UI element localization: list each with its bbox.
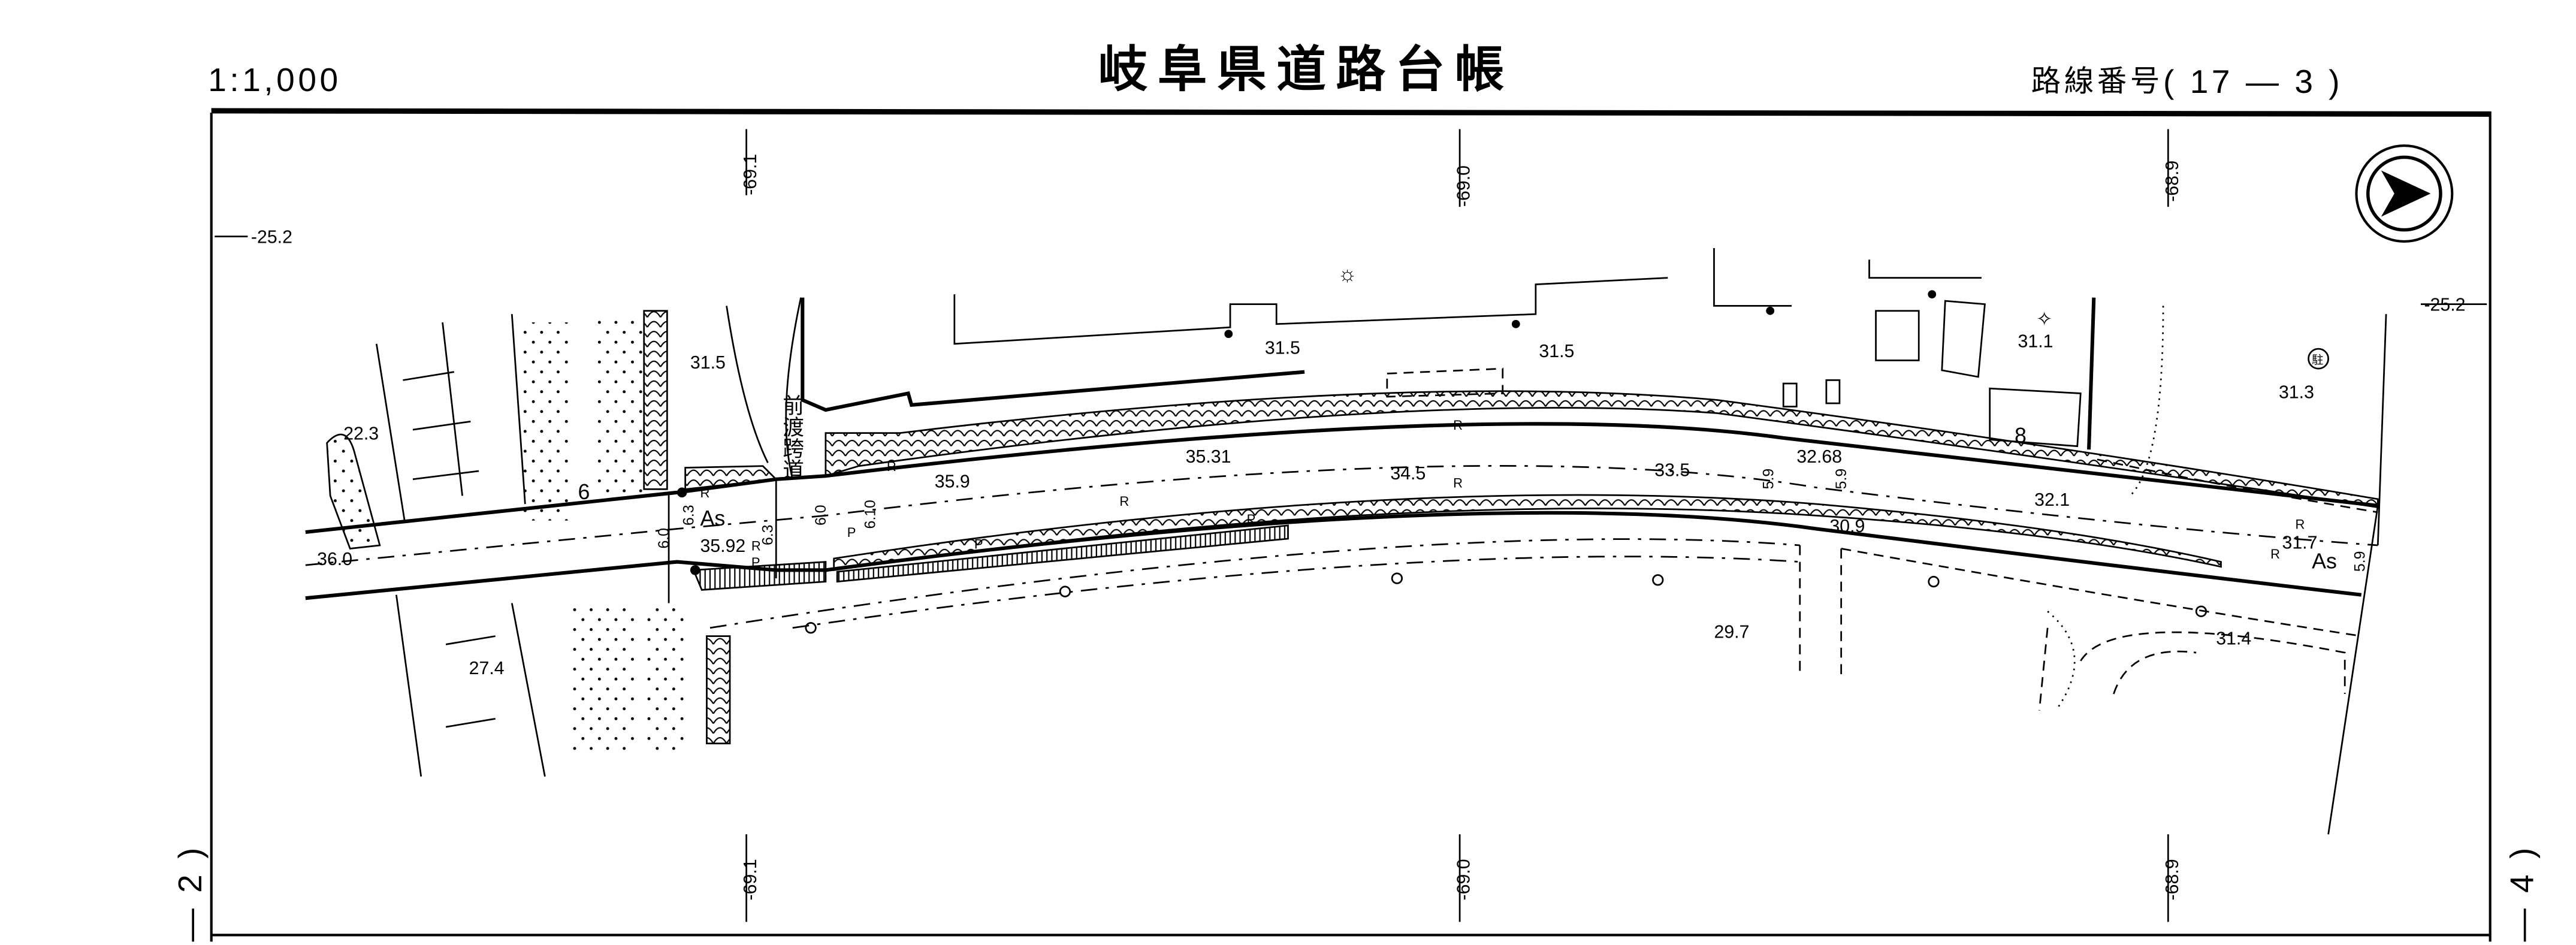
grid-lines — [215, 129, 2487, 922]
width-label: 5.9 — [1761, 469, 1777, 489]
elevation: 32.68 — [1796, 447, 1842, 467]
map-frame — [210, 108, 2492, 942]
width-label: 6.0 — [656, 528, 672, 548]
elevation: 35.31 — [1186, 447, 1231, 467]
north-arrow-icon — [2355, 144, 2454, 243]
grid-top-1: -69.1 — [741, 154, 760, 195]
route-label: 路線番号 — [2031, 64, 2163, 98]
grid-bottom-1: -69.1 — [741, 859, 760, 900]
sheet-link-right[interactable]: — 4 ) — [2503, 844, 2540, 941]
width-label: 6.10 — [863, 500, 879, 529]
grid-right: -25.2 — [2424, 295, 2465, 315]
elevation: 31.5 — [1539, 342, 1574, 361]
elevation: 31.4 — [2216, 629, 2251, 648]
elevation: 27.4 — [469, 659, 505, 678]
elevation: 35.9 — [935, 472, 970, 492]
crossing-name-2: 渡 — [783, 415, 804, 439]
misc-mark: 8 — [2015, 424, 2027, 448]
svg-text:✧: ✧ — [2036, 308, 2053, 330]
scale-label: 1:1,000 — [208, 61, 341, 98]
curb-mark: R — [751, 538, 761, 553]
curb-mark: R — [1453, 476, 1463, 491]
elevation: 31.7 — [2282, 533, 2317, 553]
width-label: 6.0 — [813, 505, 829, 525]
parking-symbol-icon — [2308, 348, 2330, 370]
map-symbols: ☼ ✧ — [677, 262, 2207, 634]
grid-bottom-3: -68.9 — [2163, 859, 2182, 900]
road — [305, 297, 2379, 835]
elevation: 31.5 — [1265, 338, 1300, 358]
crossing-name-3: 跨 — [783, 437, 804, 461]
curb-mark: R — [700, 485, 709, 500]
elevation: 31.3 — [2279, 383, 2314, 403]
sheet-link-left[interactable]: — 2 ) — [171, 844, 209, 941]
crossing-name-4: 道 — [783, 458, 804, 482]
curb-mark: R — [1119, 494, 1129, 509]
elevation: 22.3 — [343, 424, 379, 444]
elevation: 33.5 — [1654, 460, 1690, 480]
elevation: 31.5 — [690, 353, 726, 373]
elevation: 29.7 — [1714, 622, 1749, 642]
grid-top-3: -68.9 — [2163, 161, 2182, 202]
parking-mark: P — [974, 537, 983, 552]
parking-mark: P — [1247, 512, 1256, 527]
crossing-name-1: 前 — [783, 394, 804, 418]
width-label: 6.3 — [681, 505, 697, 525]
elevation: 31.1 — [2018, 331, 2053, 351]
elevation: 32.1 — [2034, 490, 2070, 510]
curb-mark: R — [2270, 547, 2280, 561]
width-label: 6.3 — [760, 525, 777, 545]
route-number: ( 17 — 3 ) — [2163, 63, 2343, 100]
width-label: 5.9 — [1834, 469, 1850, 489]
curb-mark: R — [887, 459, 896, 474]
elevation: 30.9 — [1829, 517, 1865, 536]
buildings — [801, 247, 2387, 546]
elevation: 35.92 — [700, 536, 745, 556]
svg-text:☼: ☼ — [1337, 262, 1357, 286]
surface-label-right: As — [2312, 550, 2337, 573]
parking-mark: P — [751, 555, 760, 570]
grid-left: -25.2 — [251, 228, 292, 247]
frame-top-thick — [211, 108, 2490, 117]
misc-mark: 6 — [578, 480, 590, 504]
width-label: 5.9 — [2352, 551, 2368, 572]
parking-mark: P — [847, 525, 856, 540]
grid-top-2: -69.0 — [1454, 165, 1474, 207]
elevation: 36.0 — [317, 550, 352, 569]
surface-label: As — [700, 506, 725, 530]
curb-mark: R — [1453, 418, 1463, 433]
river-embankment — [326, 310, 731, 777]
sheet-title: 岐阜県道路台帳 — [1098, 41, 1514, 98]
grid-bottom-2: -69.0 — [1454, 859, 1474, 900]
parking-symbol-text: 駐 — [2312, 354, 2323, 367]
curb-mark: R — [2296, 517, 2305, 532]
elevation: 34.5 — [1390, 464, 1426, 484]
